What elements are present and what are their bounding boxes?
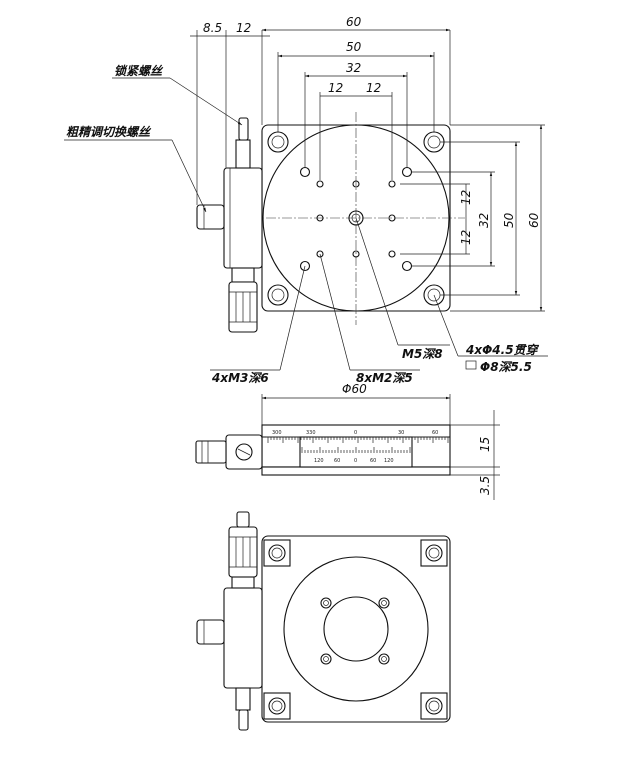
- center-m5-hole: [348, 210, 364, 226]
- note-m2-holes: 8xM2深5: [356, 371, 413, 385]
- scale-top-label: 0: [354, 430, 357, 436]
- note-m3-holes: 4xM3深6: [211, 371, 269, 385]
- top-dimensions: [190, 28, 451, 205]
- dim-right-32: 32: [477, 213, 491, 228]
- bottom-ring: [283, 556, 429, 702]
- scale-bottom-label: 120: [384, 458, 394, 464]
- right-dimensions: [400, 124, 545, 312]
- bottom-corner-holes: [263, 539, 448, 720]
- callout-coarse-fine-screw: 粗精调切换螺丝: [66, 125, 152, 139]
- note-counterbore: Φ8深5.5: [480, 360, 532, 374]
- m2-holes: [316, 180, 396, 258]
- side-view: Φ60 300 330 0 30 60 120 60 0 60 120 15 3.5: [195, 382, 500, 500]
- dim-base: 3.5: [478, 476, 492, 495]
- note-corner-holes: 4xΦ4.5贯穿: [465, 343, 540, 357]
- callout-lock-screw: 锁紧螺丝: [114, 64, 164, 78]
- scale-bottom-label: 60: [334, 458, 340, 464]
- m3-holes: [299, 166, 413, 272]
- dim-right-12-top: 12: [459, 190, 473, 205]
- dim-knob-width: 8.5: [203, 21, 222, 35]
- dim-hole-32: 32: [346, 61, 361, 75]
- scale-top-labels: 300 330 0 30 60: [272, 430, 438, 436]
- scale-bottom-labels: 120 60 0 60 120: [314, 458, 394, 464]
- scale-tick-marks: [267, 437, 449, 453]
- dim-hole-50: 50: [346, 40, 362, 54]
- scale-bottom-label: 0: [354, 458, 357, 464]
- dim-right-60: 60: [527, 212, 541, 228]
- callout-leaders: [64, 77, 548, 371]
- dim-right-50: 50: [502, 212, 516, 228]
- dim-right-12-bottom: 12: [459, 230, 473, 245]
- bottom-inner-holes: [320, 597, 390, 665]
- top-view: 8.5 12 60 50 32 12 12 12 12 32 50 60: [64, 15, 548, 385]
- bottom-view: [196, 511, 451, 731]
- dim-pitch-right: 12: [366, 81, 381, 95]
- note-center-thread: M5深8: [402, 347, 443, 361]
- scale-top-label: 60: [432, 430, 438, 436]
- scale-bottom-label: 120: [314, 458, 324, 464]
- dim-diameter: Φ60: [342, 382, 367, 396]
- dim-pitch-left: 12: [328, 81, 343, 95]
- scale-top-label: 30: [398, 430, 404, 436]
- bottom-adjuster: [196, 511, 263, 731]
- micrometer-top: [196, 117, 263, 333]
- dim-plate-width: 60: [346, 15, 362, 29]
- side-adjuster: [195, 434, 263, 470]
- dim-height: 15: [478, 437, 492, 452]
- scale-bottom-label: 60: [370, 458, 376, 464]
- scale-top-label: 330: [306, 430, 316, 436]
- dim-knob-offset: 12: [236, 21, 251, 35]
- scale-top-label: 300: [272, 430, 282, 436]
